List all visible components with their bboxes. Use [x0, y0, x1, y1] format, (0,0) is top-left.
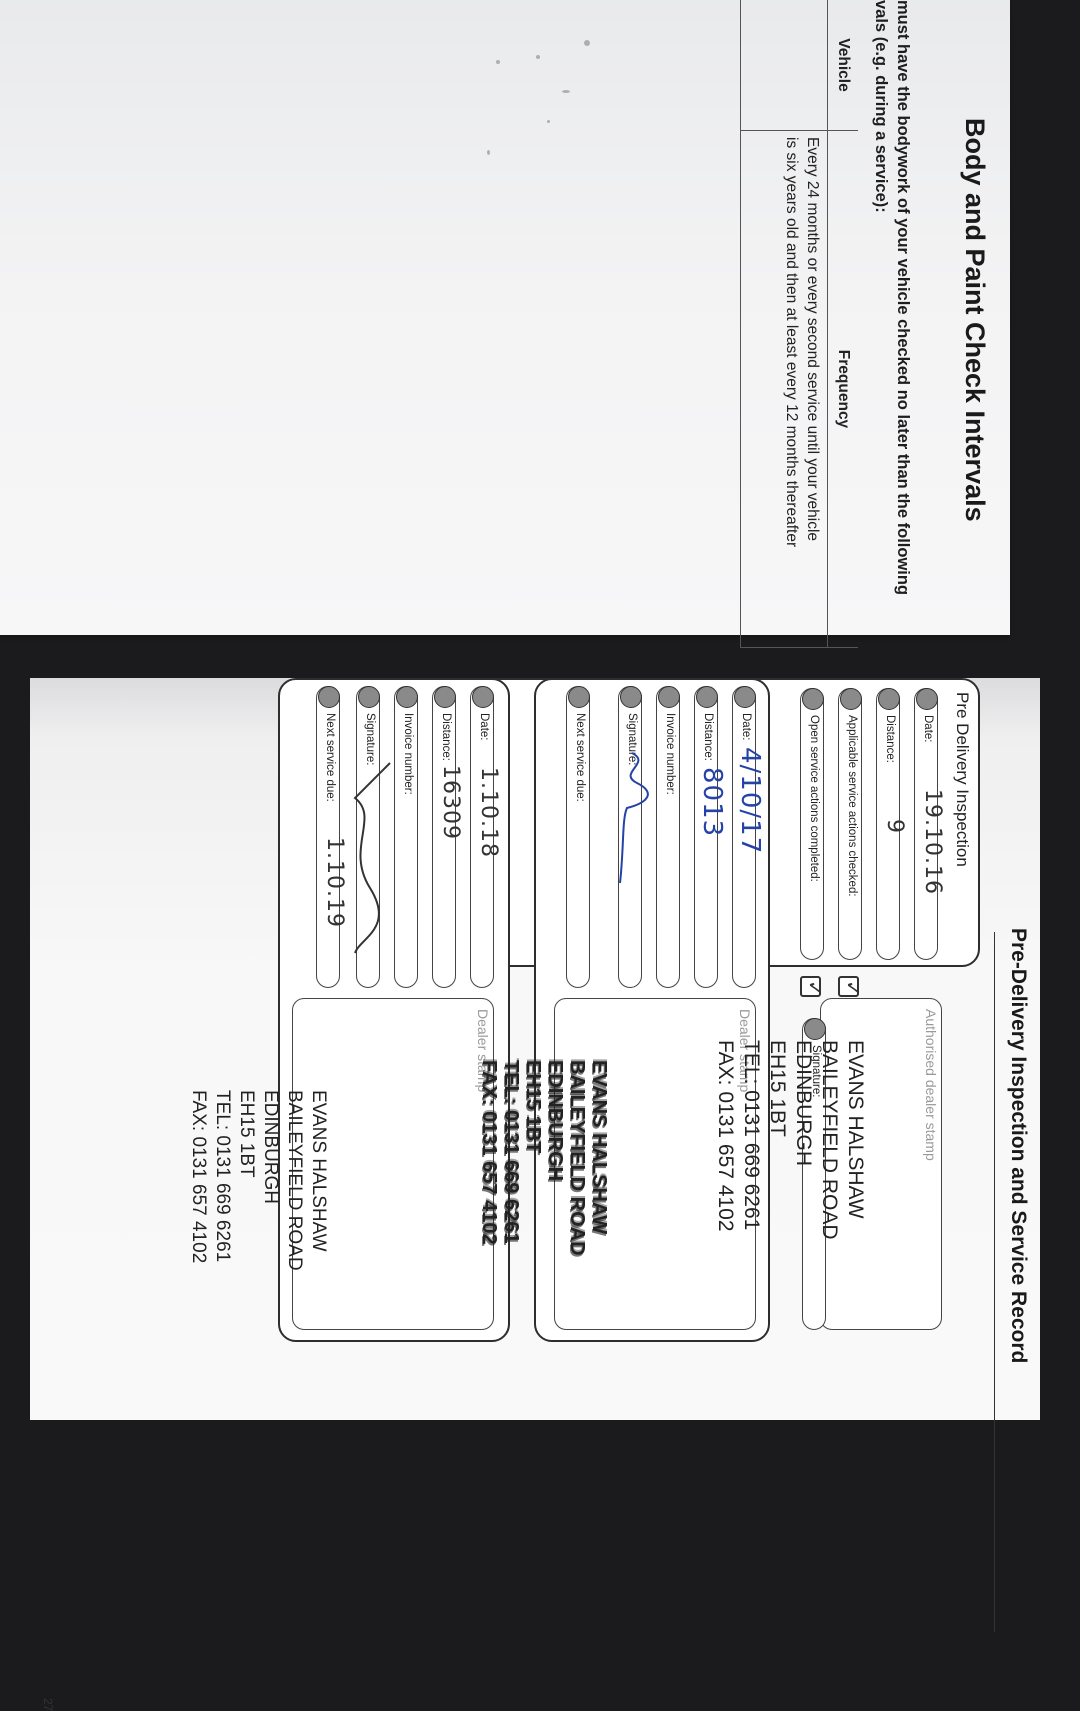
- open-actions-label: Open service actions completed:: [808, 715, 820, 882]
- photo-scene: Body and Paint Check Intervals must have…: [0, 0, 1040, 1711]
- date-value: 1.10.18: [476, 767, 501, 858]
- bullet-icon: [804, 1018, 826, 1040]
- bullet-icon: [358, 686, 380, 708]
- pdi-date-field[interactable]: Date: 19.10.16: [914, 688, 945, 960]
- distance-value: 8013: [697, 767, 727, 838]
- bullet-icon: [318, 686, 340, 708]
- check-icon: ✓: [803, 980, 825, 997]
- date-value: 19.10.16: [920, 789, 945, 895]
- date-value: 4/10/17: [735, 747, 765, 855]
- title-rule: [994, 932, 995, 1632]
- intro-line-2: vals (e.g. during a service):: [872, 0, 890, 213]
- open-actions-checkbox[interactable]: ✓: [800, 976, 825, 997]
- next-service-value: 1.10.19: [322, 837, 347, 928]
- ink-smudge: [536, 55, 540, 59]
- bullet-icon: [802, 688, 824, 710]
- invoice-label: Invoice number:: [402, 713, 414, 795]
- s2-next-service-field[interactable]: Next service due: 1.10.19: [316, 686, 347, 988]
- distance-label: Distance:: [702, 713, 714, 761]
- s1-dealer-stamp: Dealer stamp: [554, 998, 756, 1330]
- table-row: Every 24 months or every second service …: [740, 0, 828, 648]
- service-record-page: Pre-Delivery Inspection and Service Reco…: [30, 678, 1040, 1711]
- page-number: 27: [41, 1698, 55, 1711]
- bullet-icon: [878, 688, 900, 710]
- distance-value: 16309: [438, 765, 463, 840]
- s1-date-field[interactable]: Date: 4/10/17: [732, 686, 765, 988]
- intro-line-1: must have the bodywork of your vehicle c…: [894, 0, 912, 596]
- ink-smudge: [487, 150, 490, 155]
- frequency-line-1: Every 24 months or every second service …: [804, 137, 821, 542]
- stamp-label: Authorised dealer stamp: [923, 1009, 939, 1161]
- signature-mark: [619, 752, 649, 884]
- bullet-icon: [916, 688, 938, 710]
- date-label: Date:: [740, 713, 752, 741]
- ink-smudge: [584, 40, 590, 46]
- bullet-icon: [620, 686, 642, 708]
- distance-label: Distance:: [884, 715, 896, 763]
- frequency-line-2: is six years old and then at least every…: [783, 137, 800, 548]
- s2-date-field[interactable]: Date: 1.10.18: [470, 686, 501, 988]
- invoice-label: Invoice number:: [664, 713, 676, 795]
- frequency-header: Frequency: [827, 130, 858, 648]
- s1-next-service-field[interactable]: Next service due:: [566, 686, 590, 988]
- bullet-icon: [734, 686, 756, 708]
- pdi-open-actions-field[interactable]: Open service actions completed:: [800, 688, 824, 960]
- actions-checkbox[interactable]: ✓: [838, 976, 863, 997]
- bullet-icon: [840, 688, 862, 710]
- ink-smudge: [496, 60, 500, 64]
- bullet-icon: [696, 686, 718, 708]
- s1-invoice-field[interactable]: Invoice number:: [656, 686, 680, 988]
- pdi-dealer-stamp: Authorised dealer stamp: [820, 998, 942, 1330]
- next-service-label: Next service due:: [324, 713, 336, 802]
- bullet-icon: [396, 686, 418, 708]
- bullet-icon: [658, 686, 680, 708]
- pdi-signature-field[interactable]: Signature:: [802, 1018, 826, 1330]
- date-label: Date:: [478, 713, 490, 741]
- vehicle-cell: [740, 0, 828, 131]
- actions-label: Applicable service actions checked:: [846, 715, 858, 897]
- s1-distance-field[interactable]: Distance: 8013: [694, 686, 727, 988]
- next-service-label: Next service due:: [574, 713, 586, 802]
- s2-dealer-stamp: Dealer stamp: [292, 998, 494, 1330]
- page-title: Body and Paint Check Intervals: [960, 118, 990, 522]
- bullet-icon: [568, 686, 590, 708]
- pdi-distance-field[interactable]: Distance: 9: [876, 688, 907, 960]
- table-header-row: Vehicle Frequency: [827, 0, 858, 648]
- signature-mark: [353, 762, 391, 954]
- pdi-actions-field[interactable]: Applicable service actions checked:: [838, 688, 862, 960]
- stamp-label: Dealer stamp: [475, 1009, 491, 1093]
- vehicle-header: Vehicle: [827, 0, 858, 131]
- interval-table: Vehicle Frequency Every 24 months or eve…: [740, 0, 858, 648]
- pdi-title: Pre Delivery Inspection: [953, 692, 972, 867]
- ink-smudge: [562, 90, 570, 93]
- check-icon: ✓: [841, 980, 863, 997]
- booklet-spread: Body and Paint Check Intervals must have…: [0, 0, 1040, 1711]
- body-paint-page: Body and Paint Check Intervals must have…: [0, 0, 1010, 648]
- date-label: Date:: [922, 715, 934, 743]
- bullet-icon: [434, 686, 456, 708]
- distance-value: 9: [882, 819, 907, 834]
- signature-label: Signature:: [810, 1045, 822, 1098]
- page-title: Pre-Delivery Inspection and Service Reco…: [1007, 928, 1030, 1364]
- bullet-icon: [472, 686, 494, 708]
- stamp-label: Dealer stamp: [737, 1009, 753, 1093]
- ink-smudge: [547, 120, 550, 123]
- frequency-cell: Every 24 months or every second service …: [740, 130, 828, 648]
- s2-distance-field[interactable]: Distance: 16309: [432, 686, 463, 988]
- distance-label: Distance:: [440, 713, 452, 761]
